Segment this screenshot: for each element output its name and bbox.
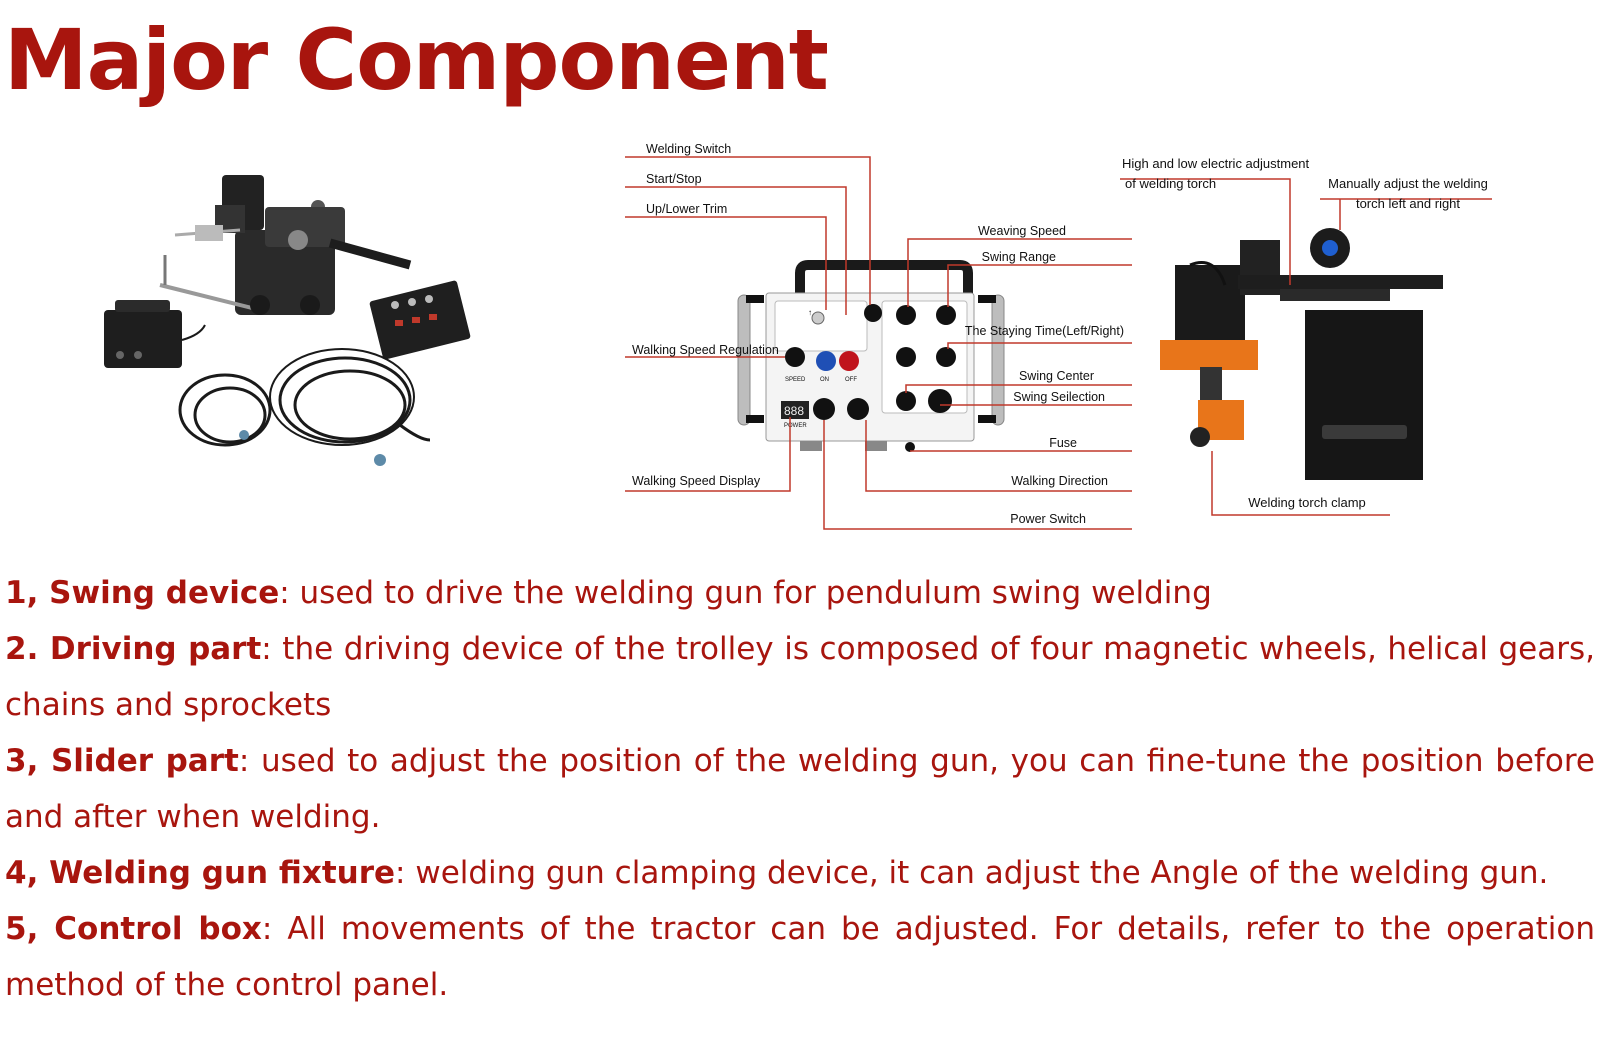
- label-high-low-line1: High and low electric adjustment: [1122, 156, 1310, 171]
- control-box-image: ↑ SPEED ON OFF 888 POWER: [737, 260, 1005, 452]
- label-walking-speed-regulation: Walking Speed Regulation: [632, 343, 779, 357]
- label-welding-switch: Welding Switch: [646, 142, 731, 156]
- label-swing-selection: Swing Seilection: [1013, 390, 1105, 404]
- desc-item-4: 4, Welding gun fixture: welding gun clam…: [5, 845, 1595, 901]
- label-fuse: Fuse: [1049, 436, 1077, 450]
- label-up-lower-trim: Up/Lower Trim: [646, 202, 727, 216]
- label-swing-range: Swing Range: [982, 250, 1056, 264]
- label-swing-center: Swing Center: [1019, 369, 1094, 383]
- desc-term: 5, Control box: [5, 911, 262, 947]
- desc-term: 3, Slider part: [5, 743, 239, 779]
- component-diagram: ↑ SPEED ON OFF 888 POWER: [80, 142, 1492, 550]
- desc-item-3: 3, Slider part: used to adjust the posit…: [5, 733, 1595, 845]
- panel-speed-label: SPEED: [785, 377, 806, 383]
- desc-text: : All movements of the tractor can be ad…: [5, 911, 1595, 1003]
- desc-item-1: 1, Swing device: used to drive the weldi…: [5, 565, 1595, 621]
- panel-on-label: ON: [820, 377, 829, 383]
- label-power-switch: Power Switch: [1010, 512, 1086, 526]
- desc-text: : welding gun clamping device, it can ad…: [395, 855, 1549, 891]
- page-title: Major Component: [4, 11, 829, 109]
- label-start-stop: Start/Stop: [646, 172, 702, 186]
- label-high-low-line2: of welding torch: [1125, 176, 1216, 191]
- desc-term: 1, Swing device: [5, 575, 280, 611]
- desc-text: : the driving device of the trolley is c…: [5, 631, 1596, 723]
- welding-tractor-kit-image: [80, 150, 482, 550]
- label-walking-speed-display: Walking Speed Display: [632, 474, 761, 488]
- label-manual-line1: Manually adjust the welding: [1328, 176, 1488, 191]
- callout-leader-lines: [625, 156, 1492, 530]
- desc-term: 4, Welding gun fixture: [5, 855, 396, 891]
- panel-display: 888: [784, 404, 804, 418]
- desc-text: : used to drive the welding gun for pend…: [279, 575, 1212, 611]
- svg-text:↑: ↑: [808, 308, 812, 317]
- desc-item-2: 2. Driving part: the driving device of t…: [5, 621, 1595, 733]
- label-torch-clamp: Welding torch clamp: [1248, 495, 1366, 510]
- desc-item-5: 5, Control box: All movements of the tra…: [5, 901, 1595, 1013]
- component-descriptions: 1, Swing device: used to drive the weldi…: [5, 565, 1595, 1013]
- component-figure: ↑ SPEED ON OFF 888 POWER: [0, 135, 1600, 555]
- desc-term: 2. Driving part: [5, 631, 262, 667]
- panel-off-label: OFF: [845, 377, 857, 383]
- torch-assembly-image: [1160, 228, 1443, 480]
- panel-power-label: POWER: [784, 423, 807, 429]
- desc-text: : used to adjust the position of the wel…: [5, 743, 1595, 835]
- label-manual-line2: torch left and right: [1356, 196, 1460, 211]
- label-walking-direction: Walking Direction: [1011, 474, 1108, 488]
- label-weaving-speed: Weaving Speed: [978, 224, 1066, 238]
- label-staying-time: The Staying Time(Left/Right): [965, 324, 1124, 338]
